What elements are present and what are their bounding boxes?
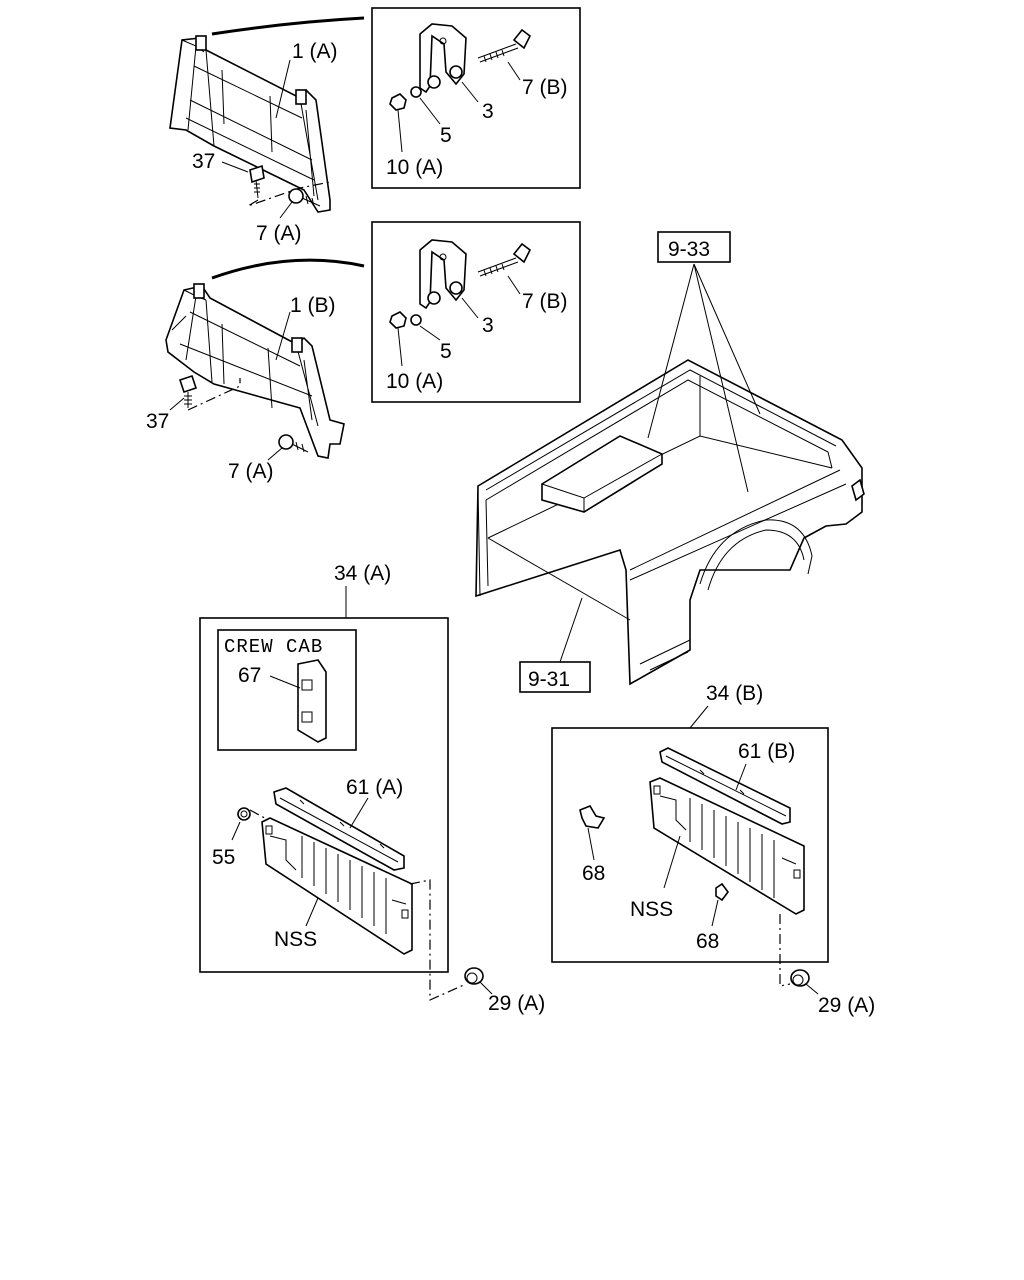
clip-68-right-drawing: [715, 882, 729, 902]
clip-68-left-leader: [587, 827, 595, 861]
rack-1a-drawing: [169, 35, 331, 213]
washer-5-middle-leader: [419, 325, 441, 341]
label-bumper-29a-a: 29 (A): [488, 992, 545, 1015]
rack-1a-callout-arc: [211, 16, 365, 36]
label-tailgate-34a: 34 (A): [334, 562, 391, 585]
rack-1a-leader: [275, 59, 291, 119]
nut-10a-top-drawing: [389, 93, 407, 111]
truck-bed-drawing: [475, 359, 865, 686]
cap-55-leader: [231, 821, 241, 841]
label-washer-5-middle: 5: [440, 340, 452, 363]
label-protector-61b: 61 (B): [738, 740, 795, 763]
label-tailgate-34b: 34 (B): [706, 682, 763, 705]
bumper-29a-b-leader: [805, 983, 819, 995]
nut-10a-middle-drawing: [389, 311, 407, 329]
protector-61a-drawing: [273, 787, 405, 871]
ref-box-9-31: [519, 661, 591, 693]
label-bumper-29a-b: 29 (A): [818, 994, 875, 1017]
label-nss-a: NSS: [274, 928, 317, 951]
bracket-3-middle-leader: [461, 297, 479, 319]
rack-1b-callout-arc: [211, 258, 365, 280]
bumper-29a-a-drawing: [464, 967, 484, 985]
nut-10a-top-leader: [397, 109, 403, 153]
ref-9-33-leaders: [647, 263, 761, 493]
nut-10a-middle-leader: [397, 327, 403, 367]
label-nss-b: NSS: [630, 898, 673, 921]
washer-5-top-drawing: [410, 86, 422, 98]
label-bracket-3-top: 3: [482, 100, 494, 123]
nss-a-leader: [305, 897, 319, 927]
ref-box-9-33: [657, 231, 731, 263]
bolt-7a-bottom-leader: [267, 447, 283, 461]
bolt-7b-top-leader: [507, 61, 521, 81]
bumper-29a-a-dash: [409, 879, 467, 1001]
bolt-37b-drawing: [178, 374, 198, 408]
label-washer-5-top: 5: [440, 124, 452, 147]
bolt-37a-drawing: [249, 164, 265, 199]
label-cap-55: 55: [212, 846, 235, 869]
label-rack-1b: 1 (B): [290, 294, 336, 317]
label-rack-1a: 1 (A): [292, 40, 338, 63]
bumper-29a-a-leader: [479, 981, 493, 995]
tailgate-34b-panel-drawing: [649, 777, 805, 915]
protector-61a-leader: [349, 797, 369, 829]
bolt-37b-leader: [169, 397, 185, 411]
plate-67-drawing: [297, 659, 327, 743]
rack-1b-leader: [275, 311, 291, 361]
bolt-7a-bottom-drawing: [278, 434, 309, 453]
clip-68-left-drawing: [579, 805, 606, 829]
label-bolt-37a: 37: [192, 150, 215, 173]
protector-61b-drawing: [659, 747, 791, 825]
bumper-29a-b-dash: [779, 914, 791, 987]
label-bolt-7a-top: 7 (A): [256, 222, 302, 245]
washer-5-top-leader: [419, 97, 441, 125]
bolt-7b-middle-drawing: [477, 242, 532, 277]
label-bolt-7b-top: 7 (B): [522, 76, 568, 99]
label-crew-cab: CREW CAB: [224, 636, 323, 658]
rack-1b-drawing: [165, 283, 345, 459]
detail-box-top: [371, 7, 581, 189]
bolt-7b-top-drawing: [477, 28, 532, 63]
washer-5-middle-drawing: [410, 314, 422, 326]
label-clip-68-left: 68: [582, 862, 605, 885]
label-bolt-37b: 37: [146, 410, 169, 433]
tailgate-34b-box: [551, 727, 829, 963]
label-bolt-7a-bottom: 7 (A): [228, 460, 274, 483]
bolt-7b-middle-leader: [507, 275, 521, 295]
label-protector-61a: 61 (A): [346, 776, 403, 799]
label-bolt-7b-middle: 7 (B): [522, 290, 568, 313]
crew-cab-box: [217, 629, 357, 751]
label-plate-67: 67: [238, 664, 261, 687]
label-nut-10a-top: 10 (A): [386, 156, 443, 179]
bolt-7a-top-leader: [279, 201, 293, 219]
bolt-7a-top-drawing: [288, 188, 321, 207]
ref-9-31-leader: [559, 597, 583, 663]
bracket-3-top-drawing: [419, 23, 467, 94]
clip-68-right-leader: [711, 899, 719, 927]
plate-67-leader: [269, 675, 301, 689]
cap-55-drawing: [237, 807, 251, 821]
tailgate-34a-box: [199, 617, 449, 973]
bolt-37a-leader: [221, 161, 249, 173]
label-ref-9-31: 9-31: [528, 668, 570, 691]
tailgate-34a-panel-drawing: [261, 817, 413, 955]
nss-b-leader: [663, 835, 681, 889]
label-nut-10a-middle: 10 (A): [386, 370, 443, 393]
bracket-3-middle-drawing: [419, 239, 467, 310]
tailgate-34b-leader: [689, 705, 709, 729]
bumper-29a-b-drawing: [790, 969, 810, 987]
label-bracket-3-middle: 3: [482, 314, 494, 337]
label-clip-68-right: 68: [696, 930, 719, 953]
label-ref-9-33: 9-33: [668, 238, 710, 261]
detail-box-middle: [371, 221, 581, 403]
bracket-3-top-leader: [461, 81, 479, 103]
protector-61b-leader: [735, 763, 747, 791]
